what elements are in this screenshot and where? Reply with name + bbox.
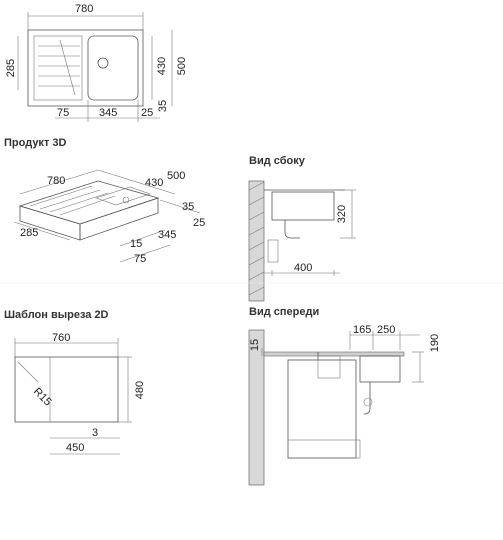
top-width-label: 780 [75, 3, 93, 15]
top-right-offset-label: 35 [157, 100, 169, 112]
front-thickness-label: 15 [249, 339, 261, 351]
front-bowl [359, 355, 401, 383]
cutout-template: 760 R15 480 3 450 [14, 332, 146, 455]
cutout-offset-label: 3 [92, 427, 98, 439]
side-bowl [271, 191, 335, 221]
section-side-view: Вид сбоку [249, 155, 306, 167]
cutout-width-label: 760 [52, 332, 70, 344]
front-siphon [363, 382, 371, 415]
top-view-outline [27, 29, 144, 107]
sink-bowl-opening [95, 186, 151, 206]
side-siphon [284, 220, 300, 239]
drainboard-grooves [38, 39, 80, 96]
top-left-height-label: 285 [5, 59, 17, 77]
drain-hole [97, 57, 109, 69]
front-cabinet [287, 359, 357, 459]
section-cutout-2d: Шаблон выреза 2D [4, 309, 109, 321]
top-bottom-b-label: 345 [99, 107, 117, 119]
side-view: 400 320 [248, 180, 356, 302]
drainboard-outline [33, 35, 83, 101]
p3d-depth-label: 500 [167, 170, 185, 182]
p3d-inner-depth-label: 430 [145, 177, 163, 189]
front-view: 165 250 15 190 [248, 324, 441, 486]
cutout-bowl-x-label: 450 [66, 442, 84, 454]
bowl-outline [87, 35, 139, 101]
countertop [263, 351, 405, 357]
cutout-height-label: 480 [134, 381, 146, 399]
p3d-r35-label: 35 [182, 201, 194, 213]
side-height-label: 320 [336, 205, 348, 223]
section-front-view: Вид спереди [249, 306, 319, 318]
top-bottom-a-label: 75 [57, 107, 69, 119]
p3d-r25-label: 25 [193, 217, 205, 229]
front-wall [248, 329, 265, 486]
side-wall [248, 180, 265, 302]
section-product-3d: Продукт 3D [4, 137, 67, 149]
top-bottom-c-label: 25 [141, 107, 153, 119]
product-3d-view: 780 500 430 285 35 25 15 345 75 [13, 169, 205, 265]
front-b-label: 250 [377, 324, 395, 336]
p3d-b15-label: 15 [130, 238, 142, 250]
p3d-b75-label: 75 [134, 253, 146, 265]
top-outer-height-label: 500 [176, 57, 188, 75]
cutout-outline [14, 356, 119, 423]
top-view: 780 285 430 500 35 75 345 25 [5, 3, 188, 122]
front-depth-label: 190 [429, 334, 441, 352]
p3d-width-label: 780 [47, 175, 65, 187]
p3d-left-side-label: 285 [20, 227, 38, 239]
p3d-b345-label: 345 [158, 229, 176, 241]
top-inner-height-label: 430 [156, 57, 168, 75]
side-depth-label: 400 [294, 262, 312, 274]
front-a-label: 165 [353, 324, 371, 336]
